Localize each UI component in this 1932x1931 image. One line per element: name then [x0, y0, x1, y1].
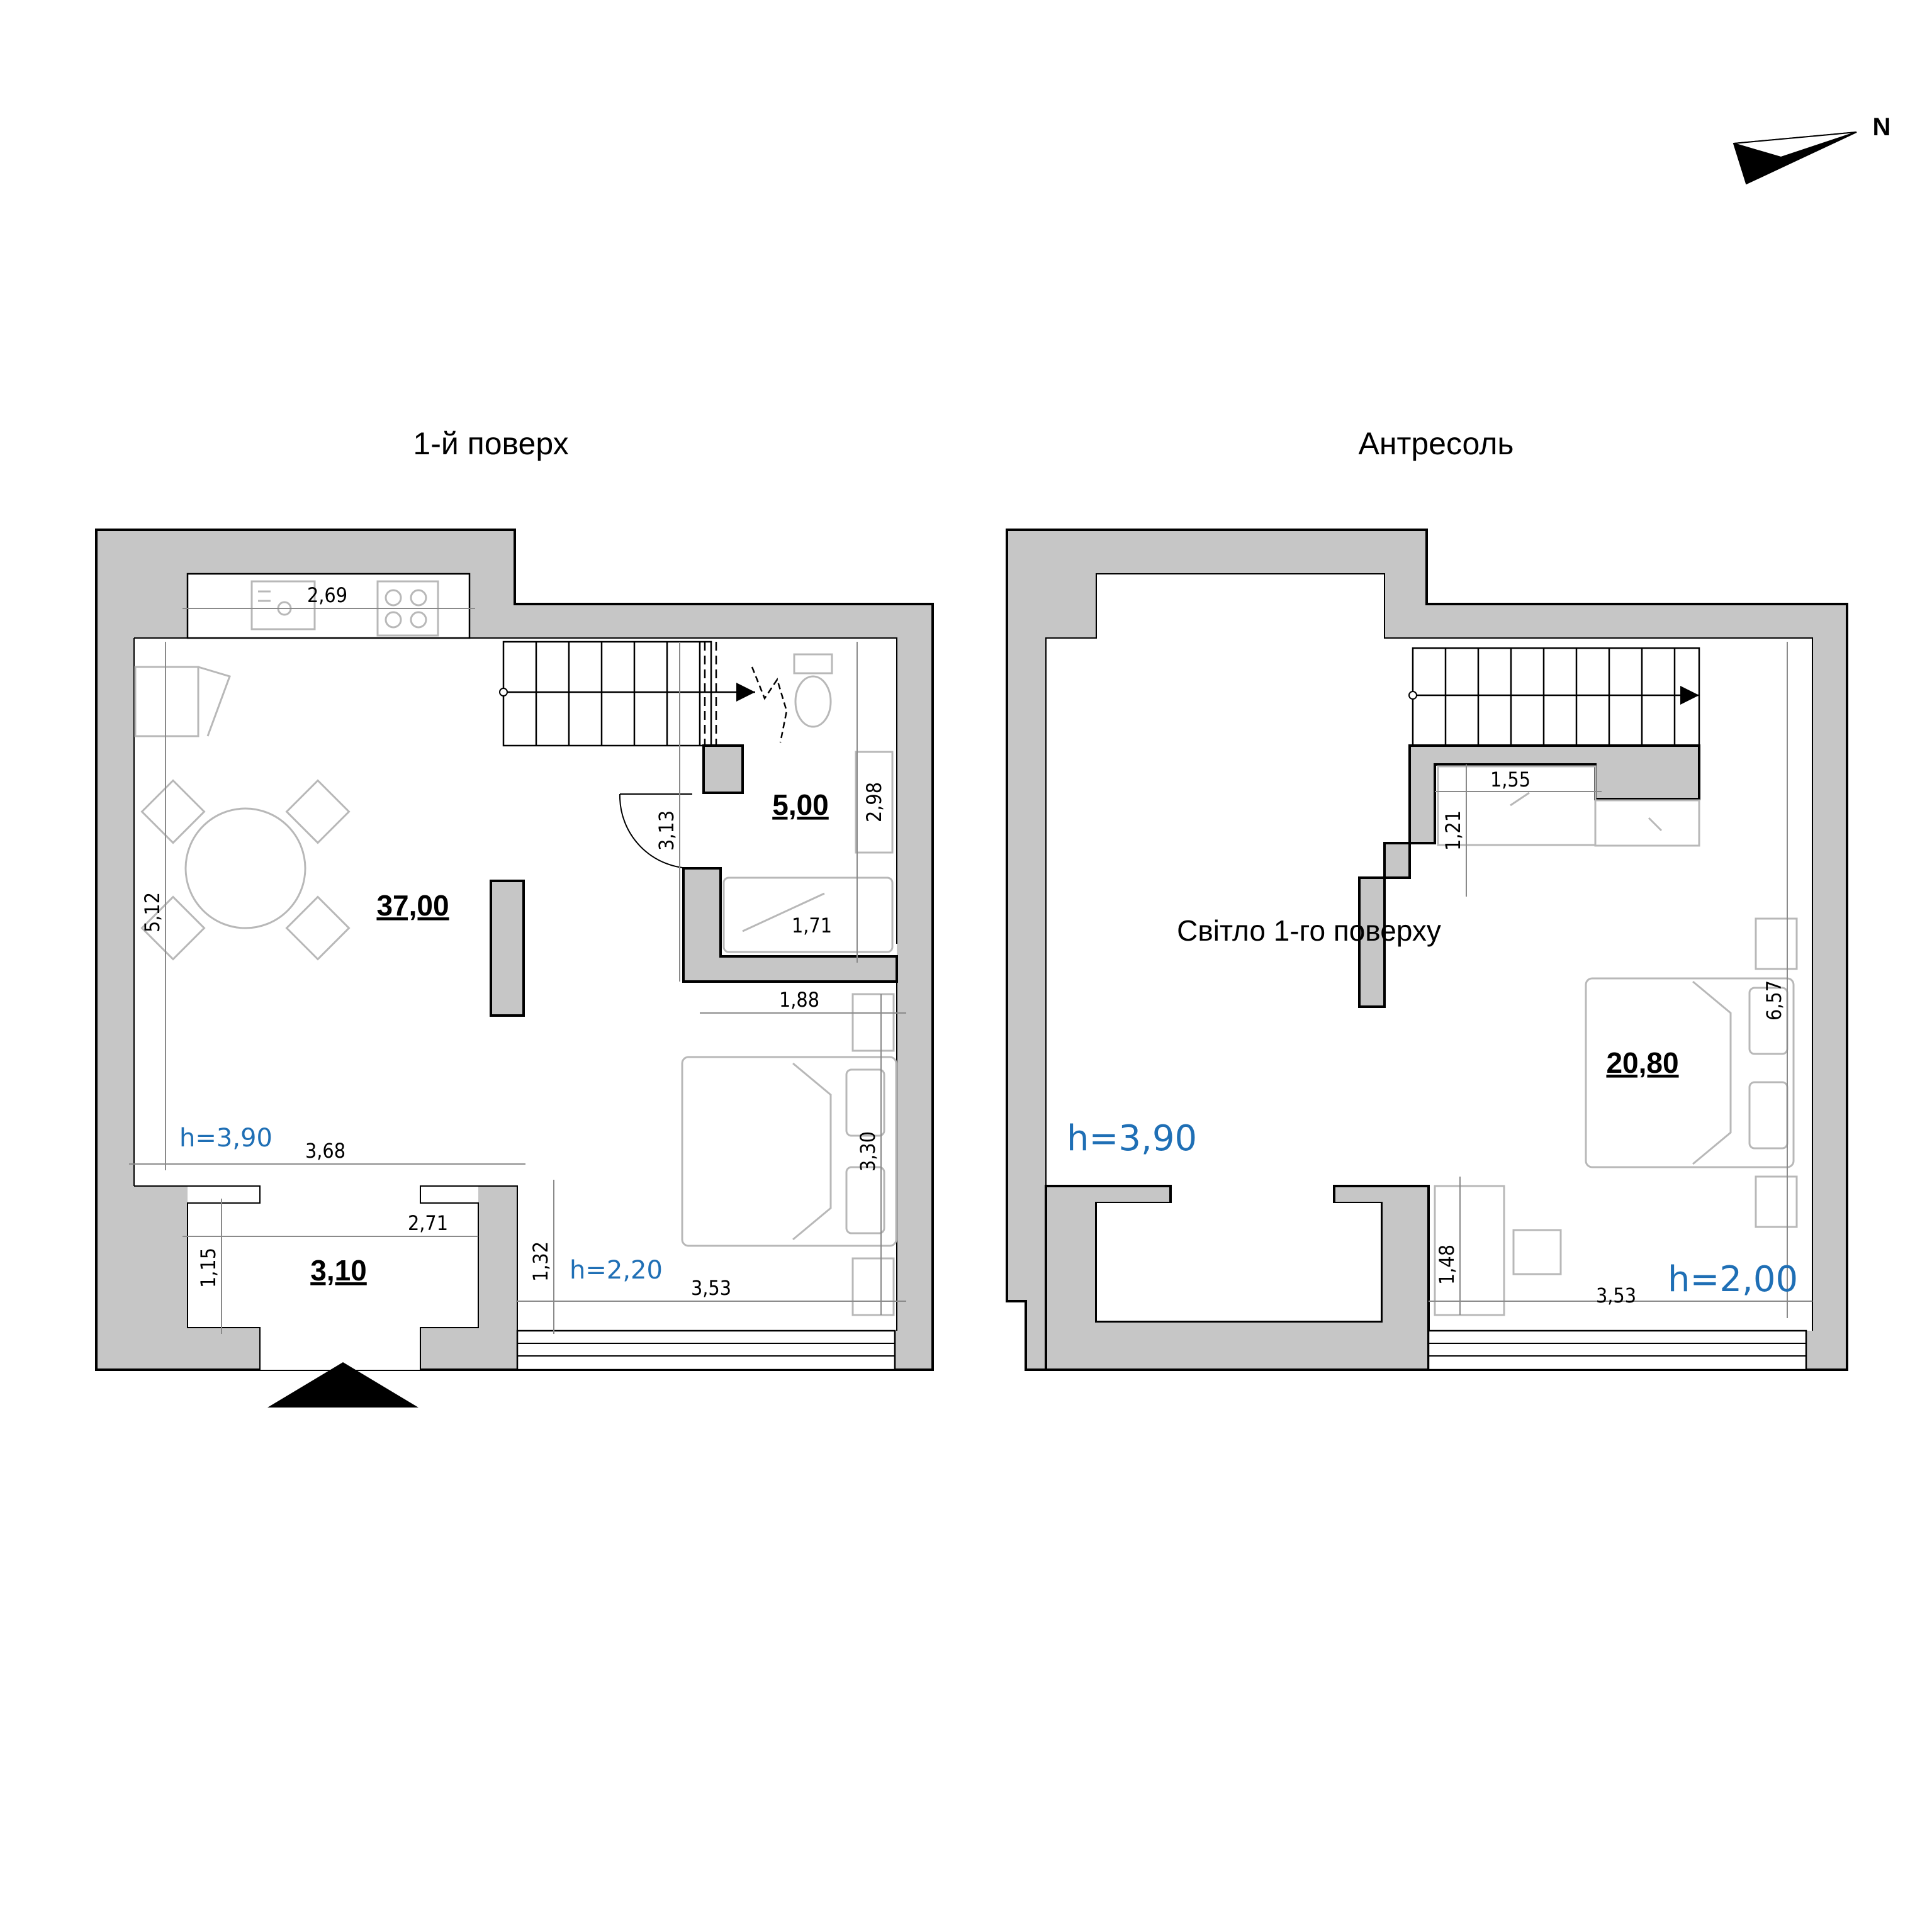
- closet-icon: [1437, 765, 1700, 847]
- dim-right-height: 6,57: [1762, 980, 1786, 1021]
- mezzanine-railing-wall: [1358, 744, 1700, 1008]
- column-center: [490, 880, 525, 1017]
- bathroom-sink-icon: [855, 751, 894, 854]
- nightstand-top-icon: [851, 993, 895, 1052]
- north-arrow-icon: N: [1733, 113, 1891, 185]
- void-label: Світло 1-го поверху: [1177, 914, 1441, 947]
- dim-kitchen-width: 2,69: [307, 583, 347, 607]
- dim-closet-depth: 1,21: [1441, 810, 1465, 851]
- dim-mezz-bottom: 3,53: [1596, 1284, 1636, 1307]
- height-main: h=3,90: [179, 1124, 272, 1153]
- nightstand-bottom-icon: [851, 1257, 895, 1316]
- area-main: 37,00: [376, 889, 449, 922]
- window-mezzanine: [1427, 1329, 1807, 1371]
- mezz-nightstand-top-icon: [1755, 917, 1798, 970]
- area-vestibule: 3,10: [310, 1254, 367, 1287]
- dim-bedroom-left: 1,32: [529, 1241, 553, 1282]
- bathroom-door: [619, 793, 693, 869]
- dining-table-icon: [140, 779, 351, 961]
- staircase: [499, 641, 788, 747]
- desk-icon: [1434, 1185, 1562, 1316]
- bed-icon: [681, 1056, 897, 1247]
- floor1-plan: 37,00 5,00 3,10 h=3,90 h=2,20 2,69 5,12 …: [95, 529, 934, 1408]
- height-bedroom: h=2,20: [570, 1256, 663, 1285]
- bathtub-icon: [722, 876, 894, 953]
- dim-bed-side: 3,30: [856, 1131, 880, 1172]
- dim-tub: 1,71: [792, 914, 832, 938]
- dim-bath-height: 3,13: [654, 810, 678, 851]
- column-stair: [702, 744, 744, 794]
- area-bathroom: 5,00: [772, 788, 829, 821]
- dim-left-height: 5,12: [140, 892, 164, 932]
- mezz-nightstand-bottom-icon: [1755, 1175, 1798, 1228]
- height-mezzanine-room: h=2,00: [1668, 1259, 1798, 1300]
- staircase-mezzanine: [1408, 647, 1700, 747]
- dim-desk-height: 1,48: [1435, 1245, 1459, 1285]
- toilet-icon: [793, 653, 833, 728]
- mezzanine-title: Антресоль: [1359, 426, 1514, 461]
- height-void: h=3,90: [1067, 1118, 1197, 1159]
- entrance-arrow-icon: [267, 1362, 418, 1408]
- dim-bed-top: 1,88: [779, 988, 819, 1012]
- dim-bath-right: 2,98: [862, 782, 886, 822]
- dim-closet-width: 1,55: [1490, 768, 1530, 792]
- dim-bottom-width: 3,68: [305, 1139, 345, 1163]
- dim-bedroom-bottom: 3,53: [691, 1276, 731, 1300]
- north-label: N: [1873, 113, 1891, 141]
- dim-vestibule-width: 2,71: [408, 1211, 448, 1235]
- floor1-title: 1-й поверх: [413, 426, 568, 461]
- mezzanine-plan: Світло 1-го поверху 20,80 h=3,90 h=2,00 …: [1006, 529, 1848, 1371]
- wardrobe-icon: [134, 666, 231, 737]
- area-mezzanine-room: 20,80: [1606, 1046, 1678, 1079]
- window-bedroom: [516, 1329, 896, 1371]
- dim-vestibule-height: 1,15: [196, 1248, 220, 1288]
- bathroom-wall: [682, 867, 898, 983]
